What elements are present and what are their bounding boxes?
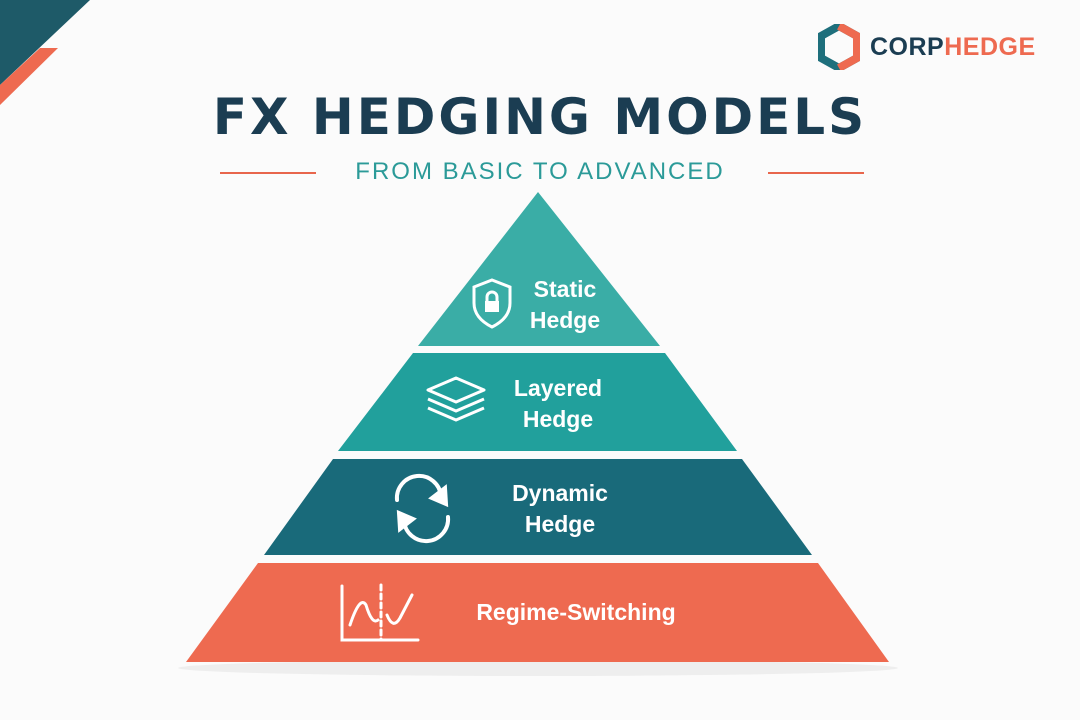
brand-name-part1: CORP: [870, 32, 945, 61]
tier-3-line2: Hedge: [524, 511, 596, 537]
tier-3-label: Dynamic Hedge: [495, 478, 625, 540]
tier-2-shape: [338, 353, 737, 451]
tier-4-label: Regime-Switching: [476, 599, 676, 625]
tier-2-line2: Hedge: [522, 406, 594, 432]
tier-3-line1: Dynamic: [512, 480, 608, 506]
page-title: FX HEDGING MODELS: [212, 88, 868, 146]
layers-icon: [426, 376, 486, 422]
tier-4-shape: [186, 563, 889, 662]
tier-2-label: Layered Hedge: [498, 373, 618, 435]
brand-name-part2: HEDGE: [944, 32, 1036, 61]
page-subtitle: FROM BASIC TO ADVANCED: [355, 158, 725, 185]
subtitle-rule-right: [768, 172, 864, 174]
refresh-cycle-icon: [394, 473, 451, 544]
hexagon-logo-icon: [818, 24, 860, 70]
corner-decoration: [0, 0, 90, 105]
tier-1-line1: Static: [533, 276, 597, 302]
tier-2-line1: Layered: [513, 375, 603, 401]
brand-logo: CORPHEDGE: [818, 24, 1036, 70]
regime-chart-icon: [340, 583, 420, 642]
subtitle-rule-left: [220, 172, 316, 174]
tier-1-shape: [418, 192, 660, 346]
tier-1-line2: Hedge: [529, 307, 601, 333]
tier-1-label: Static Hedge: [510, 274, 620, 336]
shield-lock-icon: [472, 278, 512, 329]
